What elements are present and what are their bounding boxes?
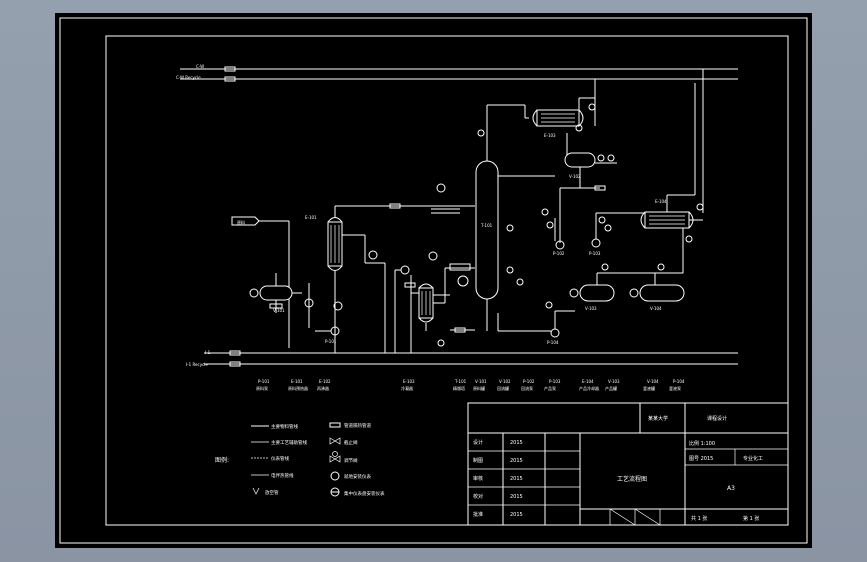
list-tag: T-101 <box>454 379 467 384</box>
list-tag: V-102 <box>499 379 511 384</box>
inner-border <box>105 35 789 526</box>
reboiler-e102 <box>394 251 475 353</box>
list-tag: P-102 <box>523 379 535 384</box>
list-name: 回流罐 <box>497 385 509 391</box>
list-name: 产品泵 <box>544 385 556 391</box>
drum-v102: V-102 <box>541 152 617 243</box>
project-name: 课程设计 <box>707 415 727 422</box>
sheet-number: 第 1 张 <box>743 515 759 522</box>
tb-date: 2015 <box>510 476 523 482</box>
list-tag: E-102 <box>319 379 331 384</box>
tb-row-label: 设计 <box>473 439 483 446</box>
legend-item: 集中仪表盘安装仪表 <box>344 490 385 497</box>
legend-item: 调节阀 <box>344 457 358 464</box>
list-name: 再沸器 <box>317 385 329 391</box>
tb-date: 2015 <box>510 458 523 464</box>
feed-tag: 原料 <box>237 219 245 225</box>
list-tag: E-101 <box>291 379 303 384</box>
tanks-v103-v104: V-103 V-104 <box>569 263 685 311</box>
list-tag: E-104 <box>582 379 594 384</box>
cooler-e104: E-104 <box>640 69 704 273</box>
list-tag: V-103 <box>608 379 620 384</box>
legend-item: 截止阀 <box>344 439 358 446</box>
utility-label-i1-recycle: I-1 Recycle <box>186 362 208 367</box>
material-label: 专业化工 <box>743 455 763 462</box>
legend-item: 仪表管线 <box>271 455 289 462</box>
tank-v101: V-101 <box>249 273 302 313</box>
drawing-sheet: C-W C-W Recycle I-1 I-1 Recycle 原料 V-101 <box>55 13 812 548</box>
list-name: 釜液罐 <box>643 385 655 391</box>
title-block: 某某大学 课程设计 设计 制图 审核 校对 批准 2015 2015 2015 … <box>467 402 789 526</box>
utility-label-cw: C-W <box>196 64 204 69</box>
pump-p102: P-102 <box>553 218 565 256</box>
exchanger-e101: E-101 <box>304 203 475 353</box>
utility-lines: C-W C-W Recycle I-1 I-1 Recycle <box>176 64 738 367</box>
utility-label-cw-recycle: C-W Recycle <box>176 75 201 80</box>
list-tag: P-101 <box>258 379 270 384</box>
legend-item: 就地安装仪表 <box>344 473 371 480</box>
tb-row-label: 批准 <box>473 511 483 518</box>
list-tag: P-103 <box>549 379 561 384</box>
list-name: 产品冷却器 <box>579 385 599 391</box>
tb-date: 2015 <box>510 512 523 518</box>
list-tag: E-103 <box>403 379 415 384</box>
pid-drawing: C-W C-W Recycle I-1 I-1 Recycle 原料 V-101 <box>59 17 808 544</box>
feed-inlet: 原料 <box>231 216 290 348</box>
school-name: 某某大学 <box>648 415 668 422</box>
list-name: 原料预热器 <box>288 385 308 391</box>
legend-heading: 图例: <box>215 456 229 464</box>
list-name: 原料罐 <box>473 385 485 391</box>
drawing-name: 工艺流程图 <box>617 475 647 483</box>
list-name: 产品罐 <box>605 385 617 391</box>
svg-text:E-101: E-101 <box>305 215 317 220</box>
svg-text:V-103: V-103 <box>585 306 597 311</box>
tower-tag: T-101 <box>480 223 493 228</box>
svg-text:P-101: P-101 <box>325 339 337 344</box>
tower-t101: T-101 <box>431 104 555 331</box>
tb-row-label: 制图 <box>473 457 483 464</box>
list-name: 原料泵 <box>256 385 268 391</box>
sheet-count: 共 1 张 <box>691 515 707 522</box>
svg-text:E-104: E-104 <box>655 199 667 204</box>
legend-item: 管道隔热管道 <box>344 422 371 429</box>
list-name: 回流泵 <box>521 385 533 391</box>
sheet-size: A3 <box>727 485 735 492</box>
legend: 图例: 主要物料管线 主要工艺辅助管线 仪表管线 电伴热管线 放空管 管道隔热管… <box>215 422 385 497</box>
drawing-code: 图号 2015 <box>689 456 713 462</box>
tb-date: 2015 <box>510 440 523 446</box>
pump-p101: P-101 <box>315 326 340 353</box>
svg-text:V-102: V-102 <box>569 174 581 179</box>
pump-p103: P-103 <box>589 212 645 256</box>
tb-row-label: 校对 <box>473 493 483 500</box>
svg-text:P-104: P-104 <box>547 340 559 345</box>
list-tag: V-101 <box>475 379 487 384</box>
svg-text:E-103: E-103 <box>544 133 556 138</box>
legend-item: 电伴热管线 <box>271 472 294 479</box>
tb-row-label: 审核 <box>473 475 483 482</box>
list-tag: V-104 <box>647 379 659 384</box>
scale-label: 比例 1:100 <box>689 440 715 447</box>
svg-text:V-101: V-101 <box>273 308 285 313</box>
list-tag: P-104 <box>673 379 685 384</box>
list-name: 精馏塔 <box>453 385 465 391</box>
legend-item: 主要物料管线 <box>271 423 298 430</box>
list-name: 釜液泵 <box>669 385 681 391</box>
svg-text:P-103: P-103 <box>589 251 601 256</box>
outer-border <box>59 17 808 544</box>
equipment-list: P-101 原料泵 E-101 原料预热器 E-102 再沸器 E-103 冷凝… <box>256 379 685 391</box>
legend-item: 主要工艺辅助管线 <box>271 439 307 446</box>
utility-label-i1: I-1 <box>205 350 211 355</box>
legend-item: 放空管 <box>265 489 279 496</box>
svg-text:V-104: V-104 <box>650 306 662 311</box>
condenser-e103: E-103 <box>524 79 596 155</box>
tb-date: 2015 <box>510 494 523 500</box>
pump-p104: P-104 <box>498 301 575 345</box>
list-name: 冷凝器 <box>401 385 413 391</box>
svg-text:P-102: P-102 <box>553 251 565 256</box>
